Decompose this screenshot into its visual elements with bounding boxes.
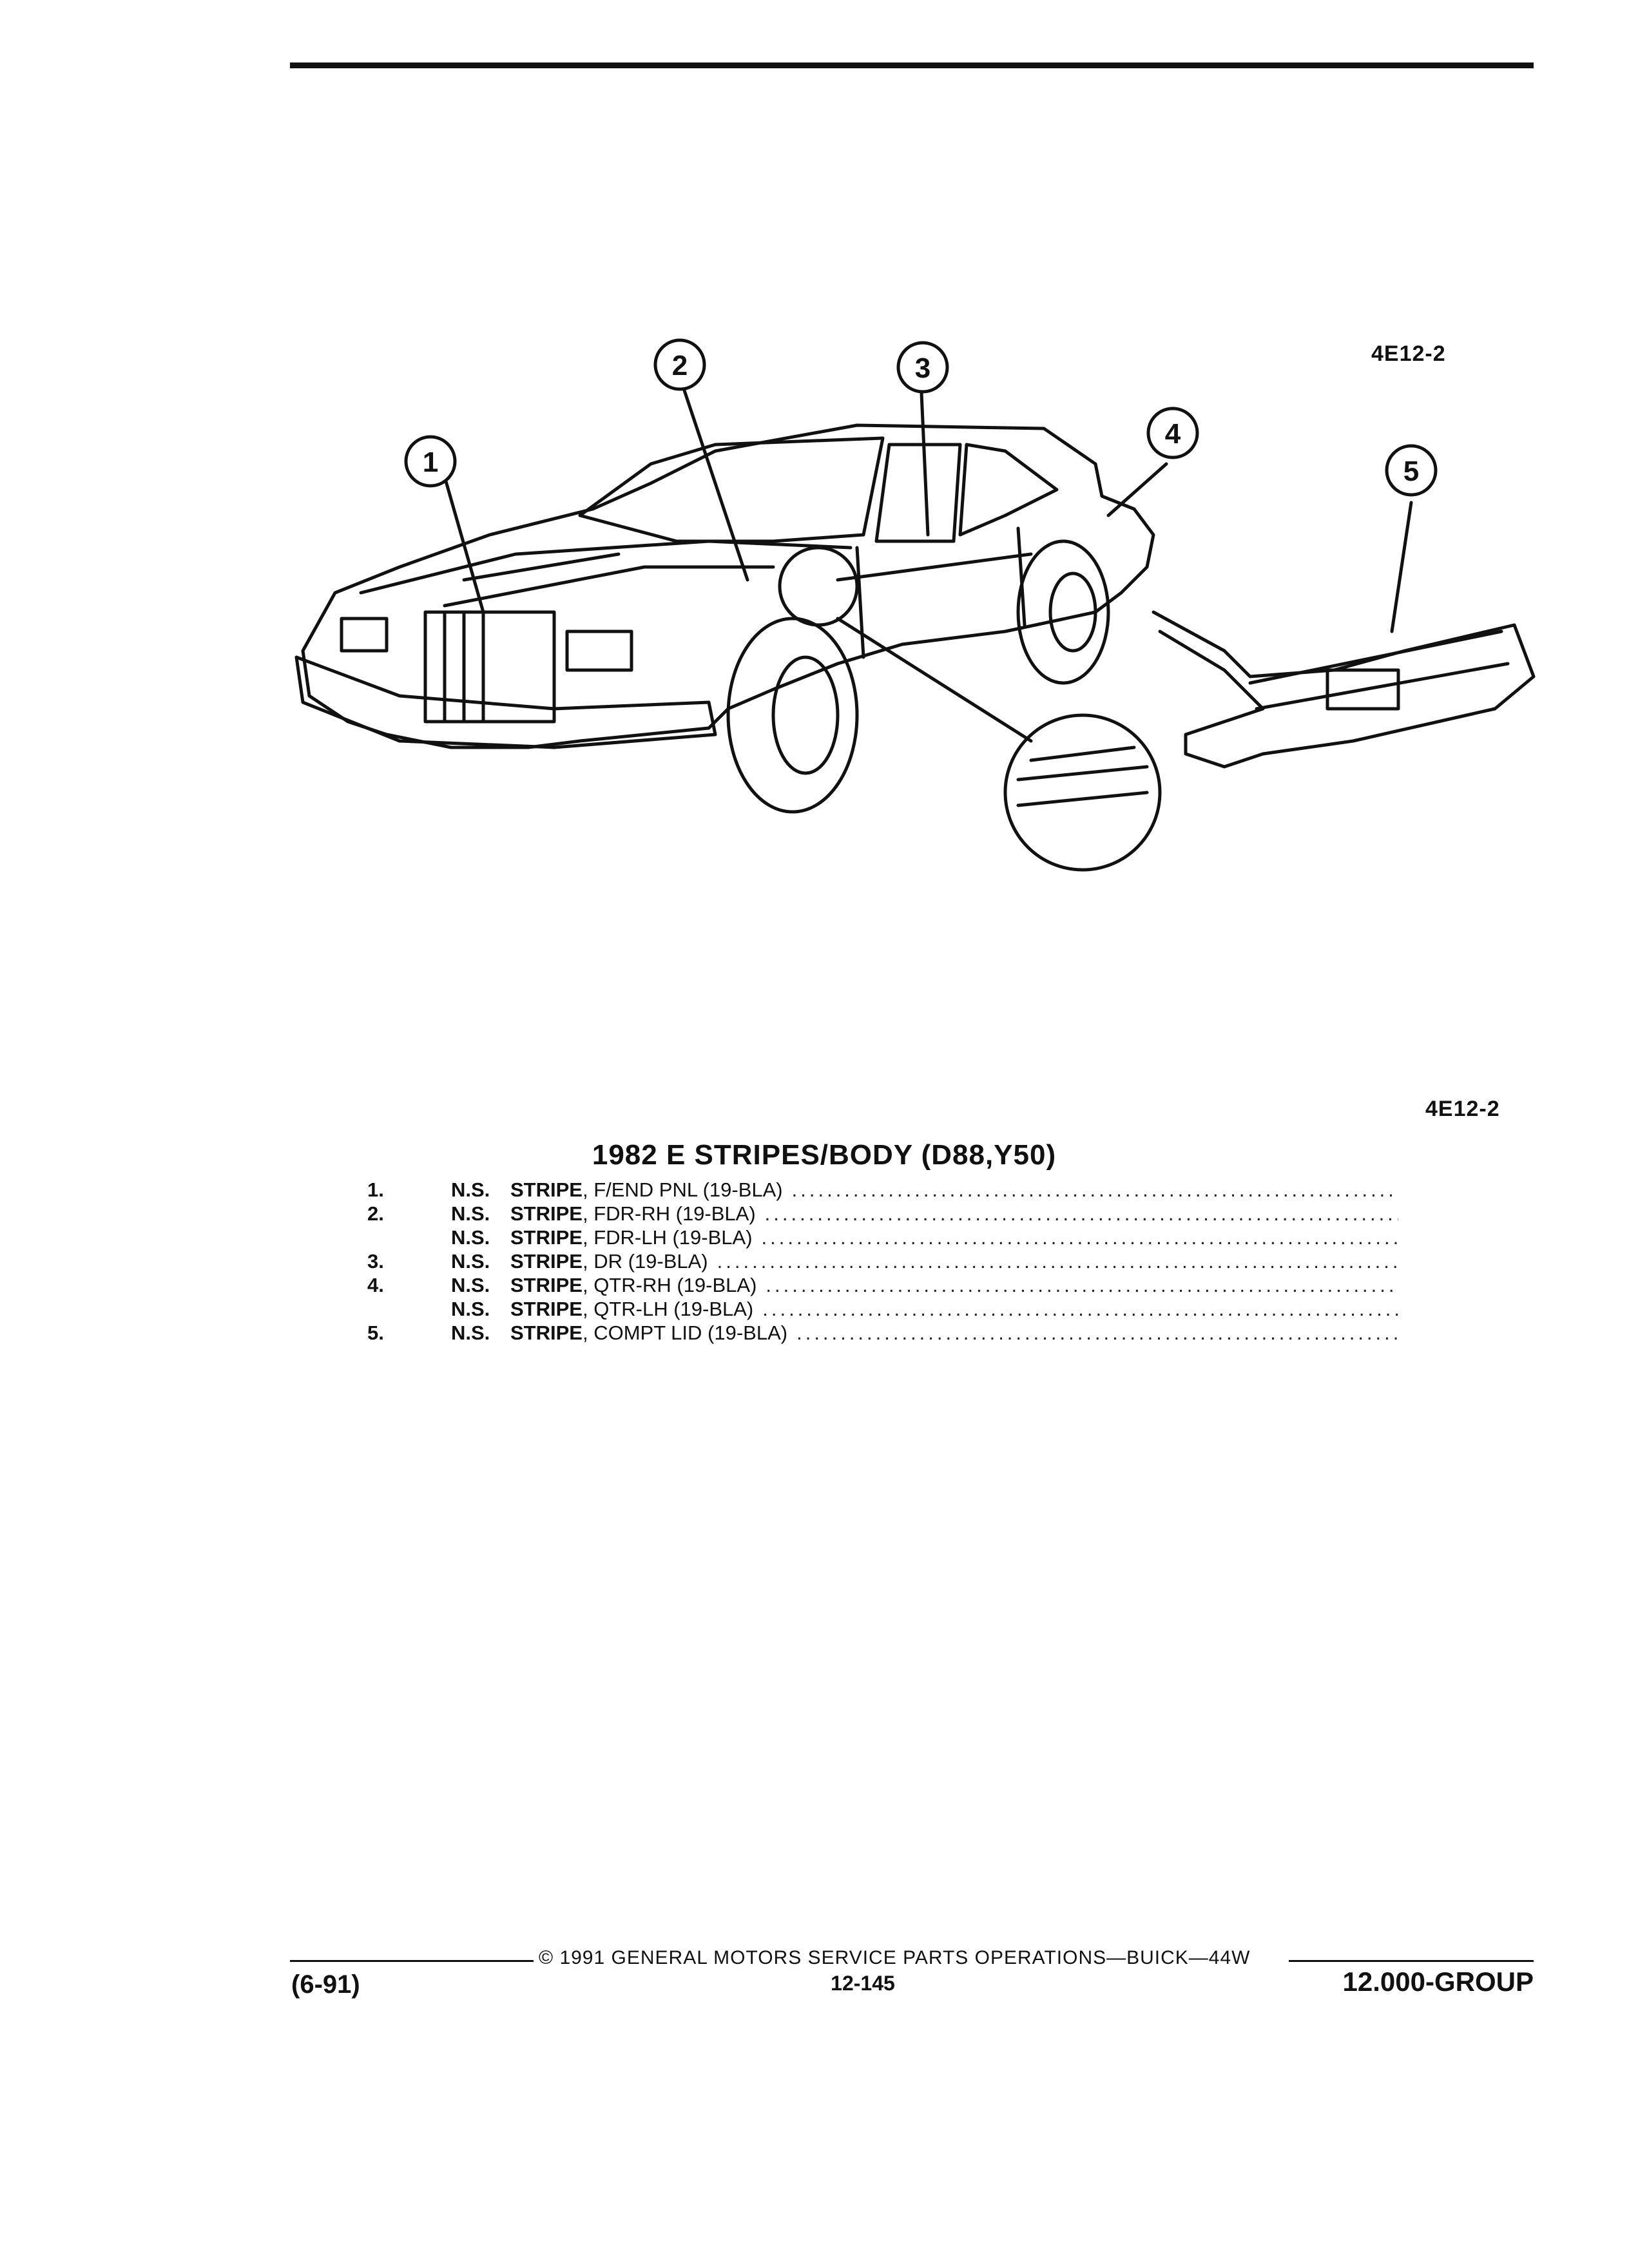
callout-4: 4 xyxy=(1165,418,1181,450)
rear-wheel xyxy=(1016,539,1110,685)
part-description: , FDR-LH (19-BLA) xyxy=(582,1226,753,1249)
copyright-notice: © 1991 GENERAL MOTORS SERVICE PARTS OPER… xyxy=(539,1947,1251,1968)
callout-3-circle xyxy=(896,341,949,394)
page-number: 12-145 xyxy=(831,1972,895,1995)
part-ns: N.S. xyxy=(451,1321,490,1344)
callout-5-circle xyxy=(1385,444,1438,497)
leader-dots: ........................................… xyxy=(796,1321,1398,1344)
front-bumper xyxy=(294,655,717,749)
part-ns: N.S. xyxy=(451,1298,490,1320)
part-description: , QTR-RH (19-BLA) xyxy=(582,1274,757,1296)
leader-dots: ........................................… xyxy=(762,1298,1398,1320)
parts-row: 4. N.S. STRIPE, QTR-RH (19-BLA).........… xyxy=(367,1273,1398,1297)
part-number: 1. xyxy=(367,1178,384,1201)
callout-4-circle xyxy=(1146,407,1199,459)
part-name: STRIPE xyxy=(510,1226,583,1249)
part-name: STRIPE xyxy=(510,1321,583,1344)
callout-3: 3 xyxy=(915,352,930,384)
illustration-code: 4E12-2 xyxy=(1371,341,1446,366)
parts-list: 1. N.S. STRIPE, F/END PNL (19-BLA)......… xyxy=(367,1178,1398,1345)
section-title: 1982 E STRIPES/BODY (D88,Y50) xyxy=(592,1139,1057,1171)
callout-1: 1 xyxy=(423,447,438,478)
part-description: , COMPT LID (19-BLA) xyxy=(582,1321,788,1344)
header-rule xyxy=(290,62,1534,68)
leader-dots: ........................................… xyxy=(761,1226,1398,1249)
callout-1-circle xyxy=(404,435,457,488)
callout-2-circle xyxy=(653,338,706,391)
part-name: STRIPE xyxy=(510,1178,583,1201)
part-number: 4. xyxy=(367,1274,384,1296)
part-description: , QTR-LH (19-BLA) xyxy=(582,1298,754,1320)
side-window-front xyxy=(874,443,962,543)
part-ns: N.S. xyxy=(451,1226,490,1249)
leader-dots: ........................................… xyxy=(764,1202,1398,1225)
part-description: , F/END PNL (19-BLA) xyxy=(582,1178,783,1201)
part-ns: N.S. xyxy=(451,1178,490,1201)
part-ns: N.S. xyxy=(451,1202,490,1225)
part-number: 3. xyxy=(367,1250,384,1273)
callout-5: 5 xyxy=(1403,456,1419,487)
parts-row: N.S. STRIPE, FDR-LH (19-BLA)............… xyxy=(367,1225,1398,1249)
group-number: 12.000-GROUP xyxy=(1342,1966,1534,1997)
grille xyxy=(423,610,556,724)
footer-rule-left xyxy=(290,1960,534,1962)
side-window-rear xyxy=(958,443,1059,537)
section-code: 4E12-2 xyxy=(1425,1097,1500,1121)
leader-dots: ........................................… xyxy=(791,1178,1398,1201)
part-description: , FDR-RH (19-BLA) xyxy=(582,1202,756,1225)
stripe-detail-circle xyxy=(1003,713,1162,872)
part-description: , DR (19-BLA) xyxy=(582,1250,708,1273)
part-ns: N.S. xyxy=(451,1274,490,1296)
leader-dots: ........................................… xyxy=(766,1274,1398,1296)
front-wheel xyxy=(726,617,859,814)
part-name: STRIPE xyxy=(510,1274,583,1296)
callout-2: 2 xyxy=(672,350,688,381)
part-name: STRIPE xyxy=(510,1202,583,1225)
windshield xyxy=(578,436,885,543)
parts-row: 1. N.S. STRIPE, F/END PNL (19-BLA)......… xyxy=(367,1178,1398,1202)
part-number: 2. xyxy=(367,1202,384,1225)
parts-row: 3. N.S. STRIPE, DR (19-BLA).............… xyxy=(367,1249,1398,1273)
footer-rule-right xyxy=(1289,1960,1534,1962)
date-code: (6-91) xyxy=(291,1970,360,1999)
parts-row: 2. N.S. STRIPE, FDR-RH (19-BLA).........… xyxy=(367,1202,1398,1225)
part-ns: N.S. xyxy=(451,1250,490,1273)
part-number: 5. xyxy=(367,1321,384,1344)
parts-row: N.S. STRIPE, QTR-LH (19-BLA)............… xyxy=(367,1297,1398,1321)
parts-row: 5. N.S. STRIPE, COMPT LID (19-BLA)......… xyxy=(367,1321,1398,1345)
part-name: STRIPE xyxy=(510,1250,583,1273)
part-name: STRIPE xyxy=(510,1298,583,1320)
leader-dots: ........................................… xyxy=(717,1250,1398,1273)
